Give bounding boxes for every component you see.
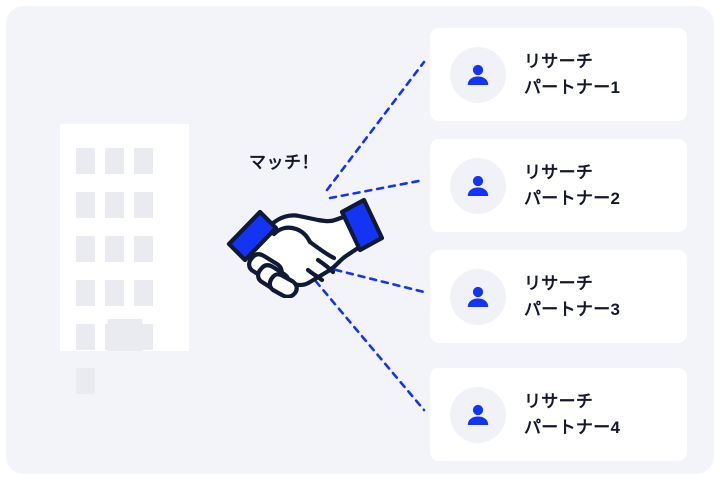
partner-name-line1: リサーチ — [524, 391, 594, 411]
diagram-panel: マッチ！ リサーチ — [6, 6, 714, 474]
building-window — [76, 368, 95, 394]
person-icon — [467, 64, 489, 85]
person-icon — [467, 175, 489, 196]
handshake-right-cuff — [339, 197, 384, 253]
partner-card[interactable]: リサーチ パートナー2 — [430, 139, 687, 232]
handshake-illustration — [226, 197, 384, 298]
building-window — [134, 280, 153, 306]
avatar — [450, 386, 506, 443]
partner-name-line1: リサーチ — [524, 162, 594, 182]
person-icon — [467, 404, 489, 425]
handshake-knuckle-line — [307, 239, 337, 261]
building-window — [105, 236, 124, 262]
match-label: マッチ！ — [249, 153, 319, 172]
building-window — [105, 192, 124, 218]
handshake-finger-3 — [267, 272, 299, 298]
partner-name: リサーチ パートナー3 — [524, 271, 620, 323]
connector-line-4 — [306, 270, 426, 412]
building-window — [76, 192, 95, 218]
partner-name-line2: パートナー4 — [524, 417, 621, 437]
partner-name: リサーチ パートナー2 — [524, 160, 620, 212]
partner-card[interactable]: リサーチ パートナー1 — [430, 28, 687, 121]
company-building — [60, 124, 189, 394]
partner-name-line1: リサーチ — [524, 273, 594, 293]
building-window-grid — [76, 148, 173, 394]
partner-name: リサーチ パートナー4 — [524, 389, 620, 441]
avatar — [450, 46, 506, 103]
building-window — [76, 148, 95, 174]
handshake-grip-line-2 — [305, 267, 325, 283]
connector-line-2 — [328, 178, 426, 200]
building-window — [76, 280, 95, 306]
avatar — [450, 268, 506, 325]
avatar — [450, 157, 506, 214]
handshake-grip-line-1 — [315, 257, 336, 275]
partner-name: リサーチ パートナー1 — [524, 49, 620, 101]
connector-line-1 — [325, 60, 426, 192]
building-window — [76, 324, 95, 350]
building-window — [134, 192, 153, 218]
building-window — [105, 280, 124, 306]
person-icon — [467, 286, 489, 307]
handshake-thumb — [271, 225, 313, 245]
building-window — [105, 148, 124, 174]
partner-name-line2: パートナー1 — [524, 77, 621, 97]
partner-card[interactable]: リサーチ パートナー4 — [430, 368, 687, 461]
building-window — [134, 148, 153, 174]
partner-name-line1: リサーチ — [524, 51, 594, 71]
partner-card[interactable]: リサーチ パートナー3 — [430, 250, 687, 343]
partner-name-line2: パートナー2 — [524, 188, 621, 208]
partner-name-line2: パートナー3 — [524, 299, 621, 319]
building-window — [134, 236, 153, 262]
building-window — [76, 236, 95, 262]
building-door — [107, 319, 142, 351]
handshake-left-cuff — [226, 209, 279, 263]
